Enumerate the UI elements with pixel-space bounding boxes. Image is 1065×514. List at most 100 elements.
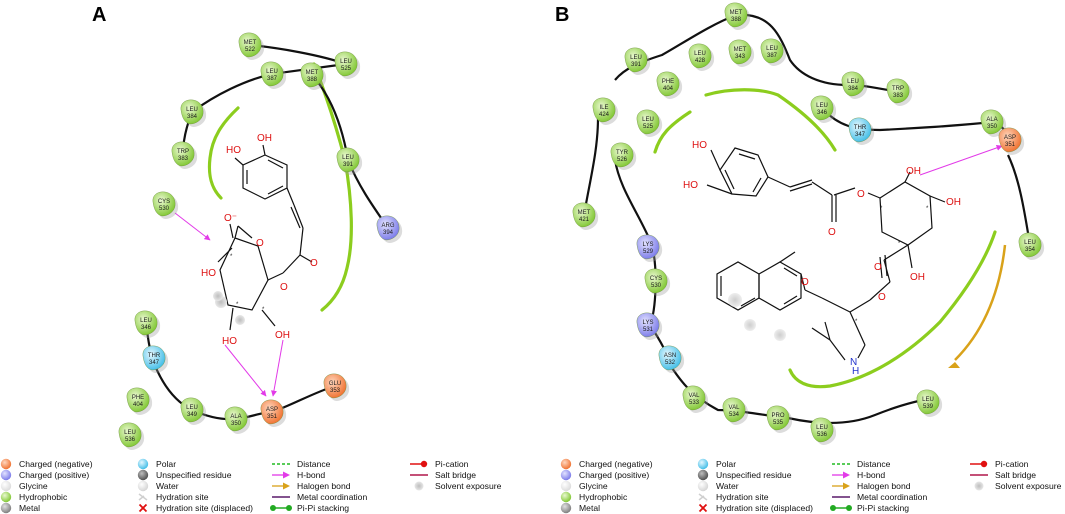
residue-number: 394: [383, 230, 394, 236]
legend-item: Pi-cation: [410, 459, 469, 469]
residue-number: 404: [133, 402, 144, 408]
solvent-exposure-halo: [744, 319, 756, 331]
panel-a: HO OH O O⁻ HO O O HO OH * * * MET522LEU5…: [118, 32, 403, 450]
residue-number: 522: [245, 47, 256, 53]
residue-number: 424: [599, 112, 610, 118]
atom-label: N: [850, 357, 857, 368]
legend-item: Glycine: [560, 480, 608, 492]
legend-label: Hydrophobic: [19, 492, 68, 502]
residue-name: MET: [734, 47, 747, 53]
legend-item: Metal: [560, 502, 600, 514]
legend-label: Unspecified residue: [156, 470, 232, 480]
legend-item: Unspecified residue: [137, 469, 232, 481]
residue-name: PHE: [662, 79, 674, 85]
legend-item: Hydration site (displaced): [138, 503, 253, 513]
legend-label: Metal: [579, 503, 600, 513]
atom-label: OH: [910, 272, 925, 283]
atom-label: OH: [906, 166, 921, 177]
legend-item: Unspecified residue: [697, 469, 792, 481]
atom-label: HO: [226, 145, 241, 156]
legend-item: Salt bridge: [970, 470, 1036, 480]
pocket-outline: [207, 106, 240, 200]
legend-item: Polar: [697, 458, 736, 470]
residue-name: THR: [854, 125, 867, 131]
stereo-marker: *: [855, 319, 858, 325]
legend-item: H-bond: [272, 470, 325, 480]
legend-item: Solvent exposure: [414, 481, 502, 491]
residue-name: ALA: [230, 414, 241, 420]
legend-item: Charged (positive): [560, 469, 649, 481]
legend-label: Halogen bond: [297, 481, 351, 491]
stereo-marker: *: [236, 302, 239, 308]
legend-label: Pi-Pi stacking: [857, 503, 909, 513]
legend-label: Charged (negative): [579, 459, 653, 469]
residue-name: THR: [148, 353, 161, 359]
residue-name: LEU: [186, 405, 198, 411]
atom-label: OH: [257, 133, 272, 144]
residue-name: VAL: [689, 393, 701, 399]
residue-number: 383: [178, 156, 189, 162]
legend-label: Glycine: [19, 481, 48, 491]
legend-label: Charged (positive): [579, 470, 649, 480]
hydration-site-displaced-icon: [138, 503, 148, 513]
residue-name: CYS: [650, 276, 662, 282]
residue-number: 428: [695, 58, 706, 64]
legend-item: Hydrophobic: [0, 491, 68, 503]
legend-item: Water: [697, 480, 739, 492]
legend-item: Charged (negative): [560, 458, 653, 470]
residue-number: 535: [773, 420, 784, 426]
residue-name: LEU: [186, 107, 198, 113]
residue-name: ASP: [266, 407, 278, 413]
residue-name: ASN: [664, 353, 676, 359]
legend-item: Polar: [137, 458, 176, 470]
residue-number: 384: [187, 114, 198, 120]
legend-label: Polar: [156, 459, 176, 469]
atom-label: HO: [222, 336, 237, 347]
residue-name: MET: [578, 210, 591, 216]
solvent-exposure-halo: [774, 329, 786, 341]
ligand-a: HO OH O O⁻ HO O O HO OH * * *: [201, 133, 318, 347]
atom-label: O: [857, 189, 865, 200]
backbone: [735, 13, 899, 93]
residue-name: CYS: [158, 199, 170, 205]
residue-number: 391: [343, 162, 354, 168]
legend-label: Hydration site (displaced): [156, 503, 253, 513]
legend-item: Metal coordination: [272, 492, 367, 502]
legend-item: Glycine: [0, 480, 48, 492]
atom-label: HO: [683, 180, 698, 191]
residue-number: 533: [689, 400, 700, 406]
legend-item: H-bond: [832, 470, 885, 480]
legend-item: Metal coordination: [832, 492, 927, 502]
residue-name: LEU: [922, 397, 934, 403]
residue-name: LEU: [1024, 240, 1036, 246]
legend-label: Hydrophobic: [579, 492, 628, 502]
legend-label: Halogen bond: [857, 481, 911, 491]
residue-number: 351: [1005, 142, 1016, 148]
solvent-exposure-halo: [728, 293, 742, 307]
atom-label: OH: [275, 330, 290, 341]
legend-item: Charged (positive): [0, 469, 89, 481]
residue-name: TYR: [616, 150, 629, 156]
legend-label: Metal coordination: [297, 492, 367, 502]
residue-number: 404: [663, 86, 674, 92]
residue-name: LEU: [630, 55, 642, 61]
residue-name: ASP: [1004, 135, 1016, 141]
residue-name: LYS: [643, 320, 654, 326]
residue-number: 351: [267, 414, 278, 420]
residue-number: 525: [341, 66, 352, 72]
residue-number: 530: [159, 206, 170, 212]
legend-label: Metal coordination: [857, 492, 927, 502]
